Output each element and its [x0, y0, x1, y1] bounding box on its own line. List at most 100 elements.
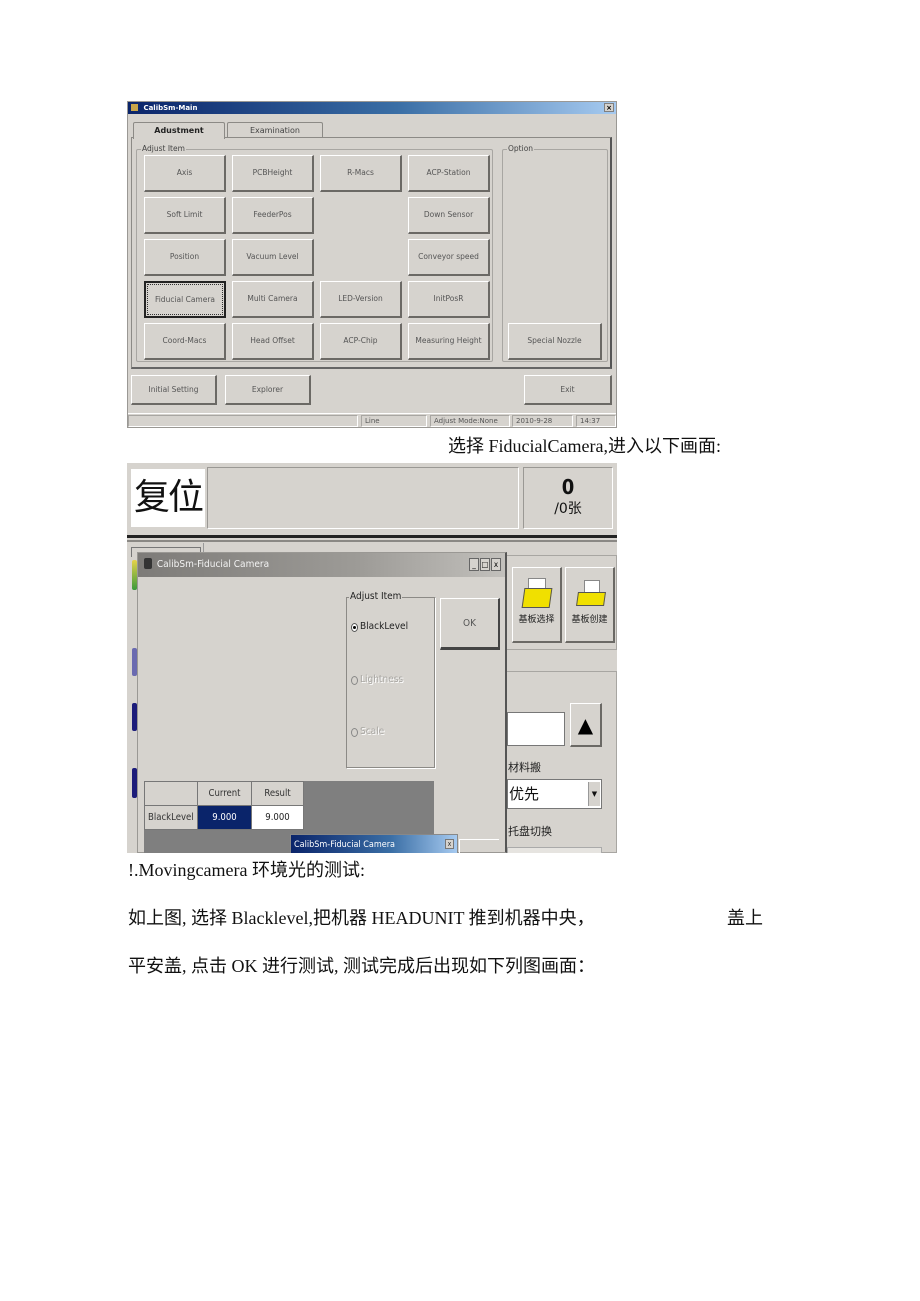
- acp-station-button[interactable]: ACP-Station: [408, 155, 490, 192]
- priority-select-value: 优先: [509, 785, 540, 803]
- board-counter: 0 /0张: [523, 467, 613, 529]
- adjust-item-label: Adjust Item: [141, 144, 186, 154]
- board-select-label: 基板选择: [518, 615, 555, 625]
- vacuum-level-button[interactable]: Vacuum Level: [232, 239, 314, 276]
- tab-adustment[interactable]: Adustment: [133, 122, 225, 139]
- priority-select[interactable]: 优先 ▼: [507, 779, 602, 809]
- position-button[interactable]: Position: [144, 239, 226, 276]
- main-window-title: CalibSm-Main: [143, 104, 198, 112]
- paragraph-line-1-end: 盖上: [727, 908, 763, 928]
- radio-checked-icon: [351, 622, 358, 632]
- app-icon: [131, 104, 138, 111]
- soft-limit-button[interactable]: Soft Limit: [144, 197, 226, 234]
- down-sensor-button[interactable]: Down Sensor: [408, 197, 490, 234]
- reset-status-label: 复位: [131, 469, 205, 527]
- board-select-button[interactable]: 基板选择: [512, 567, 562, 643]
- axis-button[interactable]: Axis: [144, 155, 226, 192]
- current-value-cell[interactable]: 9.000: [197, 805, 252, 830]
- adjust-item-label: Adjust Item: [349, 591, 403, 603]
- divider: [127, 540, 617, 542]
- material-label: 材料搬: [508, 761, 541, 774]
- status-indicator-icon: [132, 768, 137, 798]
- paragraph-line-2: 平安盖, 点击 OK 进行测试, 测试完成后出现如下列图画面：: [128, 956, 595, 976]
- tray-switch-label: 托盘切换: [508, 825, 552, 838]
- r-macs-button[interactable]: R-Macs: [320, 155, 402, 192]
- led-version-button[interactable]: LED-Version: [320, 281, 402, 318]
- status-bar: Line Adjust Mode:None 2010-9-28 14:37: [128, 413, 616, 427]
- status-date: 2010-9-28: [512, 415, 573, 427]
- board-create-button[interactable]: 基板创建: [565, 567, 615, 643]
- initial-setting-button[interactable]: Initial Setting: [131, 375, 217, 405]
- option-label: Option: [507, 144, 535, 154]
- feederpos-button[interactable]: FeederPos: [232, 197, 314, 234]
- board-create-label: 基板创建: [571, 615, 608, 625]
- maximize-icon[interactable]: □: [480, 558, 490, 571]
- status-indicator-icon: [132, 648, 137, 676]
- radio-lightness-label: Lightness: [360, 674, 404, 685]
- radio-unchecked-icon: [351, 727, 358, 737]
- tab-examination[interactable]: Examination: [227, 122, 323, 138]
- explorer-button[interactable]: Explorer: [225, 375, 311, 405]
- acp-chip-button[interactable]: ACP-Chip: [320, 323, 402, 360]
- dialog-titlebar: CalibSm-Fiducial Camera _ □ x: [138, 553, 505, 577]
- radio-scale-label: Scale: [360, 726, 385, 737]
- fiducial-camera-button[interactable]: Fiducial Camera: [144, 281, 226, 318]
- up-arrow-button[interactable]: ▲: [570, 703, 602, 747]
- adjust-item-group: Adjust Item: [136, 144, 493, 362]
- tray-select[interactable]: [507, 847, 602, 853]
- status-mode: Adjust Mode:None: [430, 415, 510, 427]
- status-time: 14:37: [576, 415, 616, 427]
- head-offset-button[interactable]: Head Offset: [232, 323, 314, 360]
- special-nozzle-button[interactable]: Special Nozzle: [508, 323, 602, 360]
- value-input[interactable]: [507, 712, 565, 746]
- option-group: Option: [502, 144, 608, 362]
- chevron-down-icon[interactable]: ▼: [588, 782, 600, 806]
- second-screen: 复位 0 /0张 基板选择 基板创建 ▲ 材料搬 优先 ▼ 托盘切换 Calib: [127, 463, 617, 853]
- subdialog-titlebar: CalibSm-Fiducial Camera x: [291, 835, 457, 853]
- measuring-height-button[interactable]: Measuring Height: [408, 323, 490, 360]
- subdialog-title: CalibSm-Fiducial Camera: [294, 840, 395, 850]
- column-header-current: Current: [197, 781, 252, 806]
- conveyor-speed-button[interactable]: Conveyor speed: [408, 239, 490, 276]
- coord-macs-button[interactable]: Coord-Macs: [144, 323, 226, 360]
- left-icon-strip: [129, 558, 141, 848]
- radio-blacklevel-label: BlackLevel: [360, 621, 409, 632]
- count-total: /0张: [554, 501, 582, 517]
- paragraph-line-1: 如上图, 选择 Blacklevel,把机器 HEADUNIT 推到机器中央，: [128, 908, 595, 928]
- window-controls: _ □ x: [469, 558, 501, 571]
- table-row[interactable]: BlackLevel 9.000 9.000: [144, 805, 304, 830]
- background-tab: [203, 543, 503, 557]
- close-icon[interactable]: x: [491, 558, 501, 571]
- exit-button[interactable]: Exit: [524, 375, 612, 405]
- column-header-result: Result: [251, 781, 304, 806]
- pcbheight-button[interactable]: PCBHeight: [232, 155, 314, 192]
- radio-scale[interactable]: Scale: [351, 725, 384, 739]
- close-icon[interactable]: x: [445, 839, 454, 849]
- result-table: Current Result BlackLevel 9.000 9.000: [144, 781, 304, 830]
- minimize-icon[interactable]: _: [469, 558, 479, 571]
- adjustment-panel: Adjust Item Option Axis PCBHeight R-Macs…: [131, 137, 612, 369]
- status-cell-empty: [128, 415, 358, 427]
- app-icon: [144, 558, 152, 569]
- status-indicator-icon: [132, 560, 137, 590]
- fiducial-camera-dialog: CalibSm-Fiducial Camera _ □ x Adjust Ite…: [137, 552, 507, 853]
- multi-camera-button[interactable]: Multi Camera: [232, 281, 314, 318]
- count-value: 0: [561, 475, 575, 499]
- status-indicator-icon: [132, 703, 137, 731]
- radio-blacklevel[interactable]: BlackLevel: [351, 620, 408, 634]
- radio-lightness[interactable]: Lightness: [351, 673, 403, 687]
- background-panel: [459, 839, 499, 853]
- initposr-button[interactable]: InitPosR: [408, 281, 490, 318]
- fiducial-camera-subdialog: CalibSm-Fiducial Camera x: [290, 834, 458, 853]
- calibsm-main-window: CalibSm-Main × Adustment Examination Adj…: [127, 101, 617, 428]
- section-heading-moving-camera: !.Movingcamera 环境光的测试:: [128, 860, 365, 880]
- dialog-title: CalibSm-Fiducial Camera: [156, 559, 270, 570]
- status-line: Line: [361, 415, 427, 427]
- radio-unchecked-icon: [351, 675, 358, 685]
- folder-open-icon: [521, 576, 552, 610]
- message-area: [207, 467, 519, 529]
- table-header-row: Current Result: [144, 781, 304, 806]
- close-icon[interactable]: ×: [604, 103, 614, 112]
- result-value-cell[interactable]: 9.000: [251, 805, 304, 830]
- ok-button[interactable]: OK: [440, 598, 500, 650]
